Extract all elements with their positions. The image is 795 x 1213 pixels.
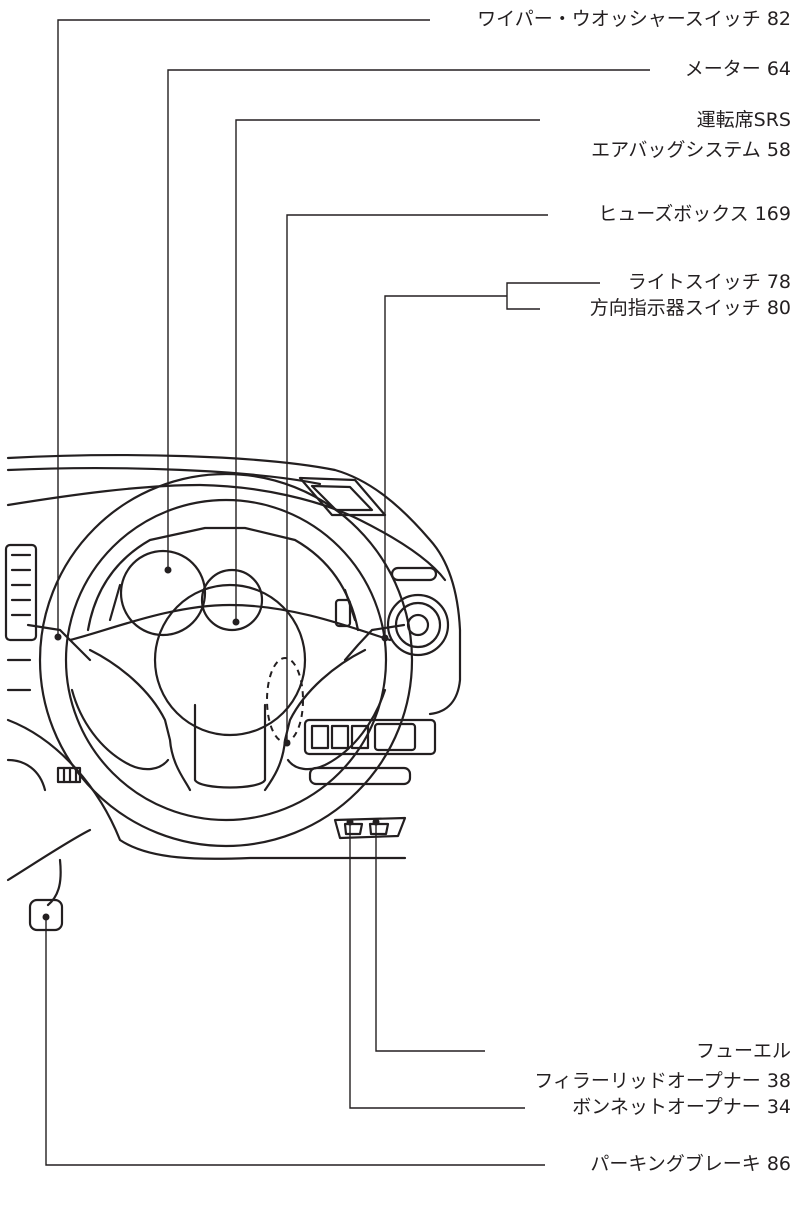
label-fuel-line2: フィラーリッドオープナー 38	[534, 1070, 791, 1092]
steering-spokes	[68, 603, 392, 642]
dot-fuse	[283, 739, 291, 747]
dot-fuel	[372, 818, 380, 826]
dot-airbag	[232, 618, 240, 626]
leader-airbag	[235, 119, 540, 622]
right-vent	[390, 566, 438, 582]
wiper-stalk	[26, 623, 92, 662]
leader-bonnet	[349, 822, 525, 1109]
label-fuel-filler-lid-opener: フューエル フィラーリッドオープナー 38	[530, 1036, 791, 1096]
light-stalk	[343, 623, 406, 662]
switch-panel	[303, 718, 437, 756]
label-airbag-line1: 運転席SRS	[696, 109, 791, 131]
dot-meter	[164, 566, 172, 574]
steering-wheel-outer	[38, 472, 414, 848]
label-airbag-line2: エアバッグシステム 58	[591, 139, 791, 161]
label-wiper-washer-switch: ワイパー・ウオッシャースイッチ 82	[473, 10, 791, 29]
leader-wiper	[57, 19, 430, 637]
leader-fuel	[375, 822, 485, 1052]
dot-bonnet	[346, 818, 354, 826]
opener-levers	[333, 816, 407, 840]
leader-meter	[167, 69, 650, 570]
label-turn-signal-switch: 方向指示器スイッチ 80	[585, 299, 791, 318]
airbag-hub	[153, 583, 307, 737]
steering-wheel-inner	[64, 498, 388, 822]
label-light-switch: ライトスイッチ 78	[623, 273, 791, 292]
dot-parking	[42, 913, 50, 921]
label-parking-brake: パーキングブレーキ 86	[586, 1155, 791, 1174]
leader-light-turn	[384, 282, 600, 638]
right-grip	[286, 688, 387, 771]
dot-light	[381, 634, 389, 642]
meter-hood	[86, 526, 360, 632]
leader-fuse	[286, 214, 548, 743]
fuse-box-marker	[266, 657, 304, 743]
dot-wiper	[54, 633, 62, 641]
label-meter: メーター 64	[680, 60, 791, 79]
leader-parking	[45, 917, 545, 1166]
dashboard-outline	[6, 454, 462, 716]
label-bonnet-opener: ボンネットオープナー 34	[568, 1098, 791, 1117]
left-vent	[4, 543, 38, 642]
right-air-outlet	[386, 593, 450, 657]
label-fuel-line1: フューエル	[695, 1040, 791, 1062]
label-fuse-box: ヒューズボックス 169	[594, 205, 791, 224]
left-grip	[70, 688, 170, 771]
label-driver-srs-airbag: 運転席SRS エアバッグシステム 58	[587, 105, 791, 165]
